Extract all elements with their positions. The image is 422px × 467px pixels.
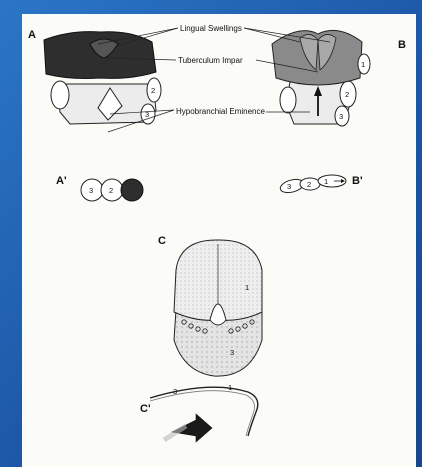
arch-2-label-a1: 2 <box>109 186 113 195</box>
arch-1-label-b1: 1 <box>324 177 328 186</box>
arch-3-label-a1: 3 <box>89 186 93 195</box>
panel-a-drawing <box>44 32 161 124</box>
panel-b1-letter: B' <box>352 175 363 187</box>
arch-2-label-b1: 2 <box>307 180 311 189</box>
tuberculum-impar-label: Tuberculum Impar <box>178 56 243 65</box>
panel-c1-drawing <box>150 387 258 442</box>
arch-3-label-b: 3 <box>339 112 343 121</box>
arch-3-label-c1: 3 <box>173 387 177 396</box>
panel-c-letter: C <box>158 235 166 247</box>
arch-1-label-c: 1 <box>245 283 249 292</box>
arch-2-label-b: 2 <box>345 90 349 99</box>
panel-c-drawing <box>174 240 262 376</box>
arch-2-label-a: 2 <box>151 86 155 95</box>
panel-a-letter: A <box>28 29 36 41</box>
panel-b-letter: B <box>398 39 406 51</box>
arch-3-label-b1: 3 <box>287 182 291 191</box>
panel-c1-letter: C' <box>140 403 151 415</box>
panel-a1-letter: A' <box>56 175 67 187</box>
hypobranchial-eminence-label: Hypobranchial Eminence <box>176 107 265 116</box>
arch-3-label-c: 3 <box>230 348 234 357</box>
lingual-swellings-label: Lingual Swellings <box>180 24 242 33</box>
arch-1-label-b: 1 <box>361 60 365 69</box>
arch-1-label-c1: 1 <box>228 383 232 392</box>
